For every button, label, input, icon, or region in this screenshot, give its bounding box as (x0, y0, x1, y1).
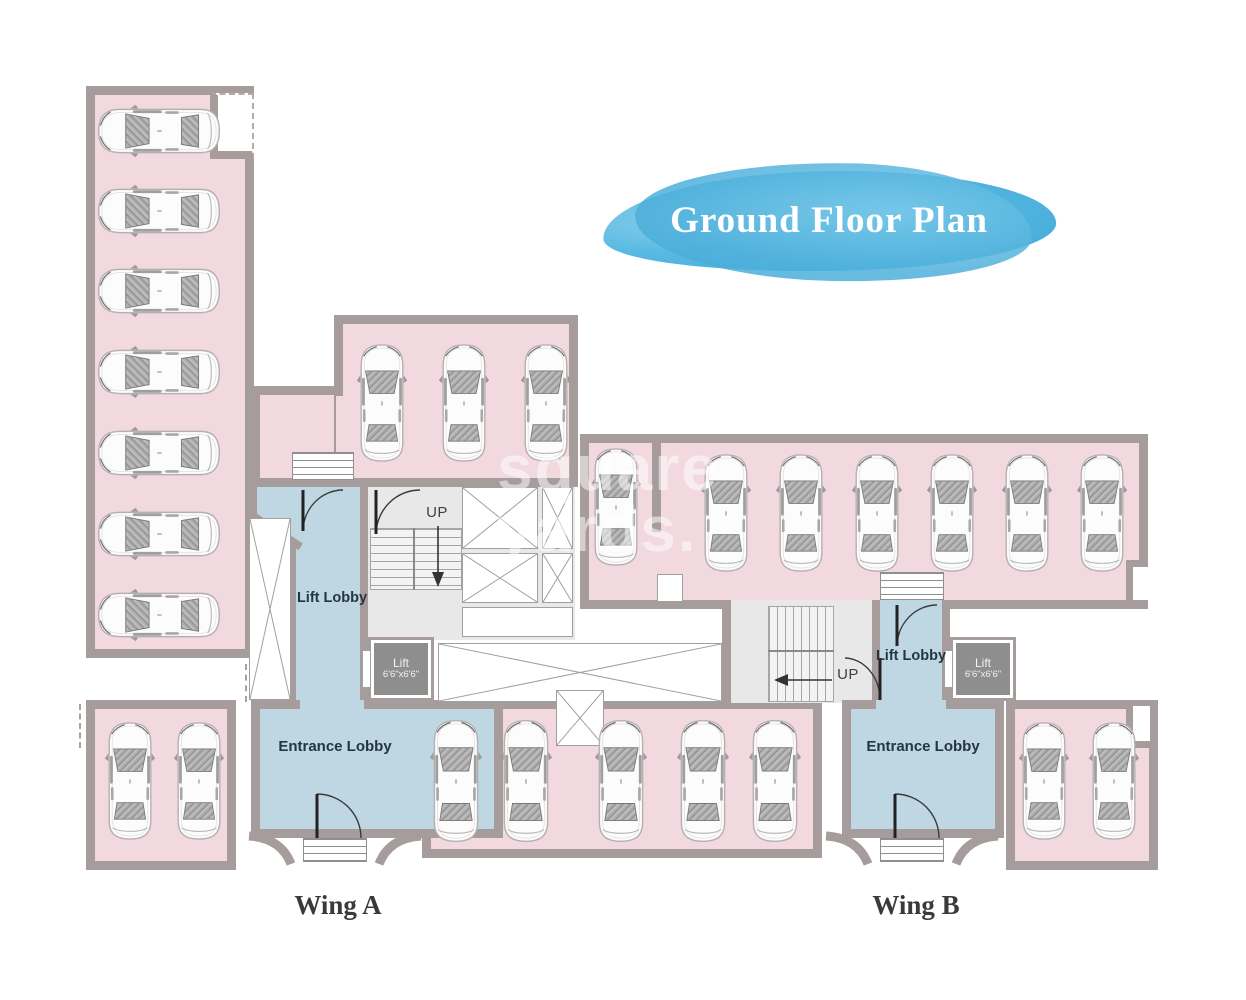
entry-curve-wall (374, 831, 422, 866)
dashed-wall-segment (245, 664, 248, 702)
car-icon (499, 717, 553, 845)
bottom-right-notch (1126, 706, 1150, 748)
car-icon (1018, 716, 1070, 846)
lift-label: Lift (392, 656, 409, 671)
page-title: Ground Floor Plan (670, 199, 988, 241)
car-icon (590, 443, 642, 571)
car-icon (1076, 449, 1128, 577)
car-icon (926, 449, 978, 577)
car-icon (851, 449, 903, 577)
car-icon (748, 717, 802, 845)
floor-title-splash: Ground Floor Plan (598, 158, 1060, 286)
door-arc (315, 793, 362, 839)
lobby-join-patch (300, 700, 364, 714)
band-divider-wall (652, 440, 661, 532)
car-icon (520, 342, 572, 464)
void-corridor (438, 643, 722, 702)
wing-a-entrance-lobby-label: Entrance Lobby (278, 738, 392, 755)
wing-b-stairs (768, 606, 834, 702)
entry-curve-wall (951, 831, 999, 866)
steps-top-middle (292, 452, 354, 480)
wing-b-entry-steps (880, 838, 944, 862)
lift-label: Lift (974, 656, 991, 671)
void-shaft (462, 553, 538, 603)
lift-size-label: 6'6"x6'6" (382, 669, 420, 681)
corridor-wall (722, 600, 731, 703)
void-shaft (542, 553, 573, 603)
void-shaft (556, 690, 604, 746)
lift-door-detail (944, 650, 953, 688)
lobby-left-wall (288, 540, 296, 705)
car-icon (356, 342, 408, 464)
car-icon (173, 716, 225, 846)
wing-a-lift-lobby-label: Lift Lobby (296, 590, 368, 606)
lift-door-detail (362, 650, 371, 688)
wing-b-up-label: UP (837, 666, 859, 683)
stairs-left-arrow (774, 674, 832, 686)
entry-curve-wall (248, 831, 296, 866)
stair-rail (413, 528, 415, 590)
dashed-wall-segment (79, 704, 82, 748)
car-icon (92, 507, 226, 561)
band-right-notch (1126, 560, 1148, 600)
wing-a-label: Wing A (294, 890, 382, 920)
band-bottom-tab (657, 574, 683, 602)
void-shaft (542, 487, 573, 549)
car-icon (92, 264, 226, 318)
door-arc (844, 657, 882, 701)
door-arc (893, 793, 940, 839)
car-icon (92, 426, 226, 480)
steps-above-wing-b-lobby (880, 572, 944, 600)
wing-a-stairs (370, 528, 462, 590)
door-arc (374, 489, 421, 535)
lobby-join-patch (876, 700, 946, 714)
wing-a-lift-lobby (296, 487, 368, 705)
car-icon (92, 345, 226, 399)
car-icon (594, 717, 648, 845)
wing-b-entrance-lobby-label: Entrance Lobby (866, 738, 980, 755)
car-icon (1001, 449, 1053, 577)
wing-b-lift: Lift 6'6"x6'6" (953, 640, 1013, 698)
car-icon (1088, 716, 1140, 846)
wing-a-entry-steps (303, 838, 367, 862)
car-icon (92, 104, 226, 158)
door-arc (895, 604, 938, 647)
car-icon (438, 342, 490, 464)
car-icon (92, 184, 226, 238)
car-icon (775, 449, 827, 577)
door-arc (301, 489, 344, 532)
car-icon (700, 449, 752, 577)
stairs-down-arrow (432, 526, 444, 587)
void-shaft (462, 487, 538, 549)
car-icon (92, 588, 226, 642)
wing-a-up-label: UP (426, 504, 448, 521)
wing-b-lift-lobby-label: Lift Lobby (875, 648, 947, 664)
wing-b-entrance-lobby (842, 700, 1004, 838)
wing-a-lift: Lift 6'6"x6'6" (371, 640, 431, 698)
entry-curve-wall (825, 831, 873, 866)
car-icon (104, 716, 156, 846)
car-icon (676, 717, 730, 845)
car-icon (429, 717, 483, 845)
wing-b-label: Wing B (872, 890, 960, 920)
void-shaft (249, 518, 291, 700)
lift-size-label: 6'6"x6'6" (964, 669, 1002, 681)
void-band (462, 607, 573, 637)
stair-rail (768, 650, 834, 652)
